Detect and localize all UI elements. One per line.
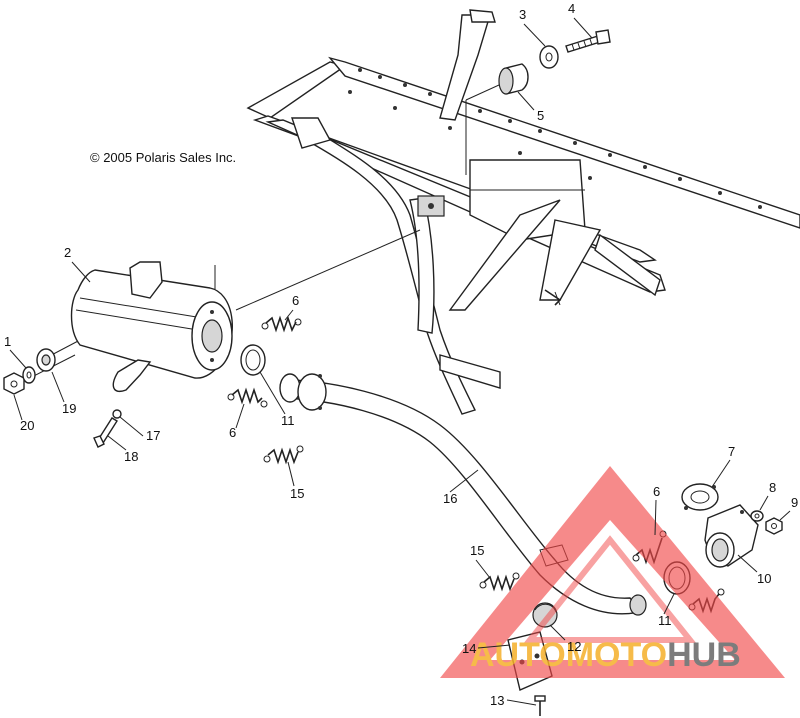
callout-11a: 11	[281, 413, 295, 428]
watermark-triangle	[440, 466, 785, 678]
callout-20: 20	[20, 418, 34, 433]
muffler-tail-pipe	[112, 359, 152, 392]
frame-clip	[544, 289, 562, 306]
callout-leaders	[9, 17, 791, 706]
part-washer-8	[750, 510, 764, 522]
frame-rear-brace	[594, 233, 661, 297]
callout-1: 1	[4, 334, 11, 349]
part-washer-3	[539, 45, 559, 69]
watermark-hub: HUB	[667, 636, 741, 674]
muffler-outlet	[201, 319, 223, 353]
vehicle-frame	[246, 9, 800, 415]
frame-lower-crossbar	[439, 354, 501, 389]
part-nut-9	[765, 517, 783, 535]
pipe-flange-plate	[297, 373, 327, 411]
pipe-inlet-flange	[279, 373, 301, 403]
callout-5: 5	[537, 108, 544, 123]
watermark-text-auto: AUTOMOTOHUB	[470, 636, 741, 674]
part-seal-11a	[240, 344, 266, 376]
frame-rail-holes	[348, 68, 762, 209]
callout-18: 18	[124, 449, 138, 464]
callout-14: 14	[462, 641, 476, 656]
muffler	[70, 261, 233, 392]
callout-12: 12	[567, 639, 581, 654]
callout-2: 2	[64, 245, 71, 260]
copyright-notice: © 2005 Polaris Sales Inc.	[90, 150, 236, 165]
callout-11b: 11	[658, 613, 672, 628]
callout-17: 17	[146, 428, 160, 443]
callout-4: 4	[568, 1, 575, 16]
callout-13: 13	[490, 693, 504, 708]
callout-15a: 15	[290, 486, 304, 501]
callout-6c: 6	[653, 484, 660, 499]
part-gasket-7	[681, 483, 719, 511]
callout-6b: 6	[229, 425, 236, 440]
frame-down-tube	[304, 131, 476, 415]
part-washer-1	[22, 366, 36, 384]
part-spring-6b	[227, 387, 268, 408]
callout-9: 9	[791, 495, 798, 510]
part-bolt-18	[93, 417, 118, 448]
callout-19: 19	[62, 401, 76, 416]
callout-6a: 6	[292, 293, 299, 308]
part-grommet-19	[36, 348, 56, 372]
watermark-moto: MOTO	[566, 636, 667, 674]
frame-diagonal-brace	[448, 199, 561, 311]
muffler-body	[70, 269, 233, 379]
callout-labels: 1 2 3 4 5 6 6 6 7 8 9 10 11 11 12 13 14 …	[4, 1, 798, 708]
watermark-auto: AUTO	[470, 636, 566, 674]
callout-7: 7	[728, 444, 735, 459]
part-spring-15b	[479, 572, 520, 592]
part-head-pipe-10	[704, 504, 759, 568]
callout-10: 10	[757, 571, 771, 586]
part-spring-6a	[261, 315, 302, 333]
callout-15b: 15	[470, 543, 484, 558]
muffler-mount-bracket	[129, 261, 163, 299]
part-spacer-5	[498, 63, 529, 95]
callout-3: 3	[519, 7, 526, 22]
part-washer-17	[112, 409, 122, 419]
frame-upright-cap	[469, 9, 496, 23]
frame-front-crossbar	[246, 61, 347, 119]
part-bolt-13	[534, 695, 546, 716]
part-bolt-4	[565, 29, 611, 53]
watermark-triangle-inner	[523, 535, 697, 643]
frame-front-bracket	[291, 117, 332, 149]
callout-16: 16	[443, 491, 457, 506]
part-nut-20	[3, 372, 25, 395]
pipe-outlet	[629, 594, 647, 616]
watermark-logo: AUTOMOTOHUB	[440, 466, 785, 678]
part-spring-15a	[263, 445, 304, 465]
callout-8: 8	[769, 480, 776, 495]
